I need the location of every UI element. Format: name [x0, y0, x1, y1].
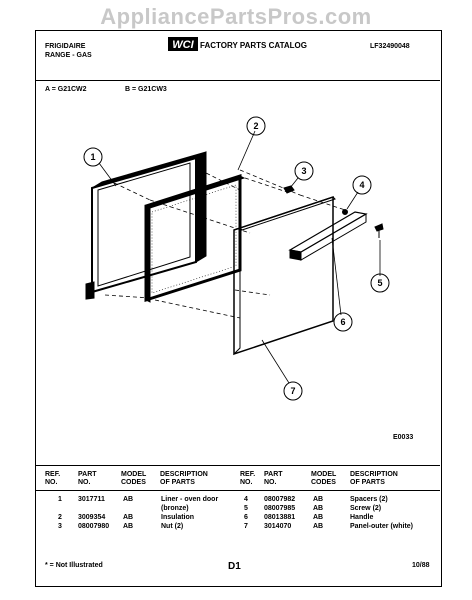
row-ref: 5	[244, 505, 248, 512]
row-ref: 7	[244, 523, 248, 530]
callout-7: 7	[290, 386, 295, 396]
not-illustrated-note: * = Not Illustrated	[45, 562, 103, 569]
row-codes: AB	[123, 523, 134, 530]
part-3-nut	[283, 185, 295, 194]
row-part: 3009354	[78, 514, 106, 521]
col-header-desc-left: DESCRIPTION OF PARTS	[160, 471, 208, 486]
col-header-codes-right: MODEL CODES	[311, 471, 337, 486]
row-desc: Spacers (2)	[350, 496, 388, 503]
part-6-handle	[288, 211, 368, 261]
part-1-door-liner	[85, 151, 207, 300]
catalog-title: FACTORY PARTS CATALOG	[200, 41, 307, 50]
doc-number: LF32490048	[370, 43, 410, 50]
product-label: RANGE - GAS	[45, 52, 92, 59]
row-ref: 3	[58, 523, 62, 530]
part-4-spacer	[342, 209, 348, 215]
col-header-ref-right: REF. NO.	[240, 471, 256, 486]
row-desc: Handle	[350, 514, 374, 521]
callout-2: 2	[253, 121, 258, 131]
revision-date: 10/88	[412, 562, 430, 569]
row-desc: Nut (2)	[161, 523, 184, 530]
part-7-outer-panel	[233, 195, 336, 356]
row-desc: Panel-outer (white)	[350, 523, 414, 530]
model-a-label: A = G21CW2	[45, 86, 87, 93]
callout-4: 4	[359, 180, 364, 190]
row-codes: AB	[313, 523, 324, 530]
row-ref: 1	[58, 496, 62, 503]
logo-text: WCI	[172, 39, 194, 51]
callout-3: 3	[301, 166, 306, 176]
header-rule	[36, 80, 440, 81]
page-number: D1	[228, 561, 241, 572]
diagram-code: E0033	[393, 434, 414, 441]
catalog-page-frame	[35, 30, 442, 587]
row-desc: Liner - oven door	[161, 496, 219, 503]
callout-leaders	[98, 130, 381, 384]
row-codes: AB	[313, 496, 324, 503]
table-top-rule	[36, 465, 440, 466]
col-header-part-right: PART NO.	[264, 471, 283, 486]
callout-6: 6	[340, 317, 345, 327]
row-part: 08007980	[78, 523, 110, 530]
callout-1: 1	[90, 152, 95, 162]
model-b-label: B = G21CW3	[125, 86, 167, 93]
callout-5: 5	[377, 278, 382, 288]
row-part: 08007982	[264, 496, 296, 503]
col-header-desc-right: DESCRIPTION OF PARTS	[350, 471, 398, 486]
row-codes: AB	[313, 505, 324, 512]
row-codes: AB	[123, 496, 134, 503]
row-part: 08007985	[264, 505, 296, 512]
col-header-ref-left: REF. NO.	[45, 471, 61, 486]
part-5-screw	[374, 223, 384, 238]
wci-logo: WCI	[168, 37, 198, 51]
row-codes: AB	[313, 514, 324, 521]
row-desc: Screw (2)	[350, 505, 382, 512]
alignment-lines	[104, 169, 346, 319]
row-desc: (bronze)	[161, 505, 189, 512]
row-ref: 6	[244, 514, 248, 521]
watermark: AppliancePartsPros.com	[100, 4, 372, 29]
row-part: 3014070	[264, 523, 292, 530]
table-header-rule	[36, 490, 440, 491]
row-codes: AB	[123, 514, 134, 521]
row-desc: Insulation	[161, 514, 195, 521]
row-ref: 4	[244, 496, 248, 503]
row-part: 3017711	[78, 496, 105, 503]
col-header-codes-left: MODEL CODES	[121, 471, 147, 486]
brand-label: FRIGIDAIRE	[45, 43, 86, 50]
row-part: 08013881	[264, 514, 296, 521]
callout-circles	[83, 116, 390, 401]
col-header-part-left: PART NO.	[78, 471, 97, 486]
row-ref: 2	[58, 514, 62, 521]
